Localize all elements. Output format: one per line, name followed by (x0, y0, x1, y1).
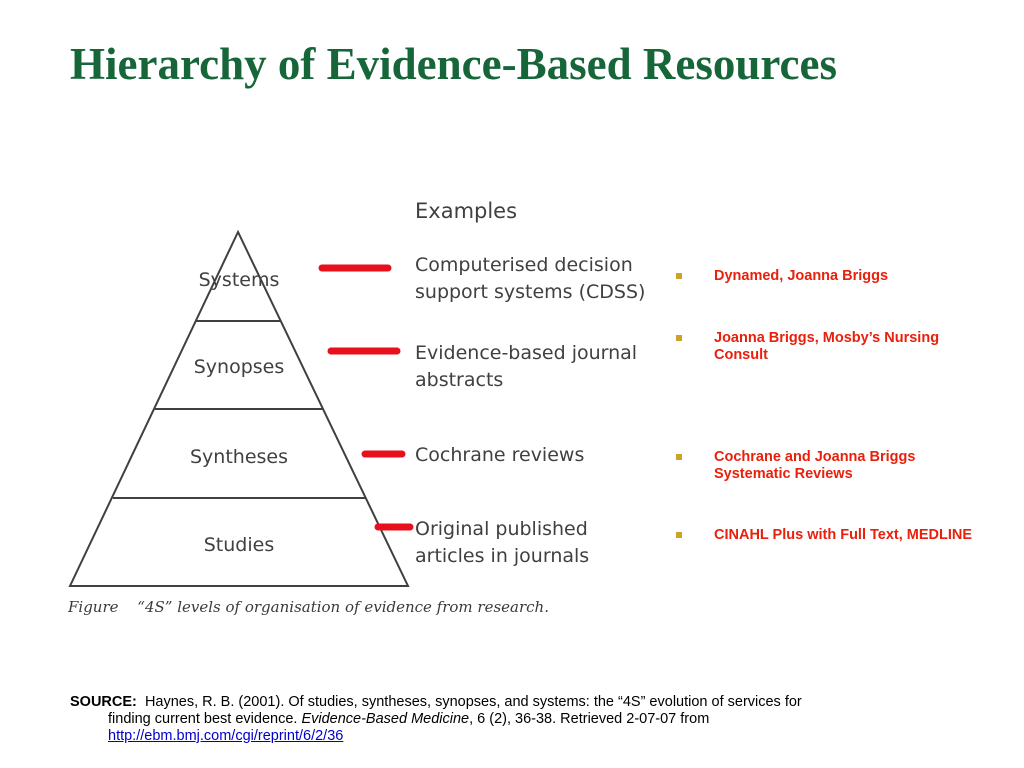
slide-title: Hierarchy of Evidence-Based Resources (70, 39, 837, 89)
source-text-line-2-after: , 6 (2), 36-38. Retrieved 2-07-07 from (469, 711, 710, 727)
example-synopses-line-2: abstracts (415, 369, 503, 391)
figure-caption-text: “4S” levels of organisation of evidence … (137, 598, 549, 616)
example-synopses-line-1: Evidence-based journal (415, 342, 637, 364)
bullet-text: CINAHL Plus with Full Text, MEDLINE (714, 527, 973, 543)
source-text-line-1: Haynes, R. B. (2001). Of studies, synthe… (144, 694, 802, 710)
source-line-1: SOURCE: Haynes, R. B. (2001). Of studies… (70, 694, 950, 711)
example-studies-line-1: Original published (415, 518, 588, 540)
four-s-pyramid-figure: Systems Synopses Syntheses Studies Examp… (67, 199, 645, 616)
square-bullet-icon (676, 532, 682, 538)
bullet-item-syntheses: Cochrane and Joanna Briggs Systematic Re… (676, 449, 996, 483)
source-line-2: finding current best evidence. Evidence-… (70, 711, 950, 728)
square-bullet-icon (676, 335, 682, 341)
bullet-item-synopses: Joanna Briggs, Mosby’s Nursing Consult (676, 330, 996, 364)
example-studies-line-2: articles in journals (415, 545, 589, 567)
source-citation: SOURCE: Haynes, R. B. (2001). Of studies… (70, 694, 950, 745)
examples-heading: Examples (415, 199, 517, 223)
example-syntheses-line-1: Cochrane reviews (415, 444, 584, 466)
figure-caption-prefix: Figure (67, 598, 119, 616)
source-line-3: http://ebm.bmj.com/cgi/reprint/6/2/36 (70, 728, 950, 745)
source-text-line-2: finding current best evidence. (108, 711, 298, 727)
square-bullet-icon (676, 273, 682, 279)
square-bullet-icon (676, 454, 682, 460)
tier-label-syntheses: Syntheses (190, 446, 288, 468)
source-label: SOURCE: (70, 694, 137, 710)
tier-label-systems: Systems (199, 269, 280, 291)
tier-label-studies: Studies (204, 534, 274, 556)
source-journal: Evidence-Based Medicine (301, 711, 470, 727)
bullet-text: Cochrane and Joanna Briggs Systematic Re… (714, 449, 916, 482)
figure-caption: Figure “4S” levels of organisation of ev… (67, 598, 549, 616)
tier-label-synopses: Synopses (194, 356, 285, 378)
bullet-item-systems: Dynamed, Joanna Briggs (676, 268, 996, 285)
source-link[interactable]: http://ebm.bmj.com/cgi/reprint/6/2/36 (108, 728, 344, 744)
example-systems-line-1: Computerised decision (415, 254, 633, 276)
bullet-item-studies: CINAHL Plus with Full Text, MEDLINE (676, 527, 996, 544)
bullet-text: Dynamed, Joanna Briggs (714, 268, 889, 284)
bullet-text: Joanna Briggs, Mosby’s Nursing Consult (714, 330, 940, 363)
example-systems-line-2: support systems (CDSS) (415, 281, 645, 303)
